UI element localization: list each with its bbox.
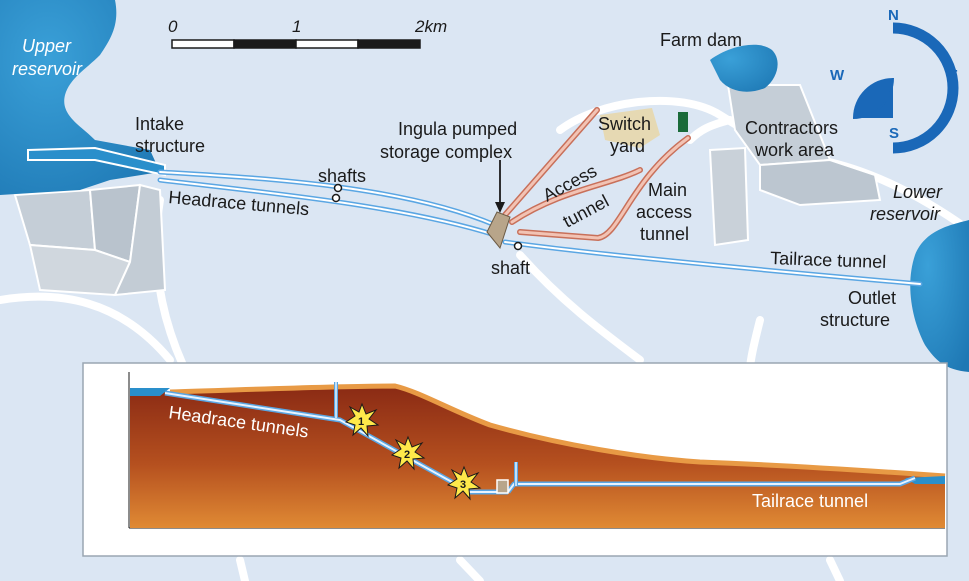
label-main-access-1: Main: [648, 180, 687, 200]
land-parcels-right: [708, 84, 882, 247]
profile-label-tailrace: Tailrace tunnel: [752, 491, 868, 511]
label-intake-2: structure: [135, 136, 205, 156]
access-tunnels: [502, 107, 691, 242]
label-contractors-2: work area: [754, 140, 835, 160]
starburst-marker-1: 1: [344, 402, 380, 438]
compass-w: W: [830, 67, 845, 84]
label-complex-1: Ingula pumped: [398, 119, 517, 139]
starburst-marker-3: 3: [446, 465, 482, 501]
land-parcels-left: [13, 183, 167, 297]
compass-n: N: [888, 7, 899, 24]
profile-inset: [82, 362, 948, 557]
shaft-marker-2: [331, 193, 341, 203]
green-building: [678, 112, 688, 132]
label-intake-1: Intake: [135, 114, 184, 134]
label-shafts: shafts: [318, 166, 366, 186]
intake-channel: [27, 146, 166, 177]
powerhouse-complex: [486, 211, 511, 250]
switch-yard: [600, 108, 660, 148]
scale-label-zero: 0: [168, 17, 178, 36]
label-switch-1: Switch: [598, 114, 651, 134]
label-contractors-1: Contractors: [745, 118, 838, 138]
label-upper-reservoir-2: reservoir: [12, 59, 83, 79]
profile-markers: 1 2 3: [344, 402, 482, 501]
label-upper-reservoir-1: Upper: [22, 36, 72, 56]
label-main-access-2: access: [636, 202, 692, 222]
shaft-marker-1: [333, 183, 343, 193]
marker-label-3: 3: [460, 479, 466, 491]
label-shaft: shaft: [491, 258, 530, 278]
label-lower-reservoir-1: Lower: [893, 182, 943, 202]
label-outlet-2: structure: [820, 310, 890, 330]
label-switch-2: yard: [610, 136, 645, 156]
tailrace-tunnel-map: [502, 239, 923, 287]
marker-label-1: 1: [358, 416, 364, 428]
starburst-marker-2: 2: [390, 435, 426, 471]
label-outlet-1: Outlet: [848, 288, 896, 308]
label-main-access-3: tunnel: [640, 224, 689, 244]
label-complex-2: storage complex: [380, 142, 512, 162]
complex-arrow-icon: [495, 160, 505, 213]
farm-dam: [710, 44, 778, 92]
compass-icon: N E S W: [830, 7, 959, 154]
label-tailrace-tunnel: Tailrace tunnel: [770, 248, 887, 272]
headrace-tunnels-map: [157, 169, 498, 238]
label-farm-dam: Farm dam: [660, 30, 742, 50]
compass-s: S: [889, 125, 899, 142]
marker-label-2: 2: [404, 449, 410, 461]
compass-e: E: [948, 67, 958, 84]
tailrace-shaft-marker: [513, 241, 523, 251]
scale-label-max: 2km: [414, 17, 447, 36]
lower-reservoir: [910, 220, 969, 372]
upper-reservoir: [0, 0, 160, 195]
scale-label-mid: 1: [292, 17, 301, 36]
label-lower-reservoir-2: reservoir: [870, 204, 941, 224]
scale-bar: 0 1 2km: [168, 17, 447, 49]
